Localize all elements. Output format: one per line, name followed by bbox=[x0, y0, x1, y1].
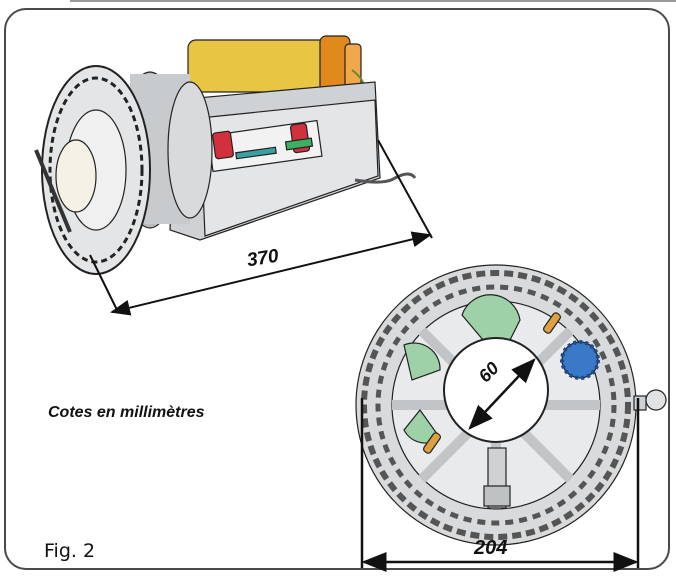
hub-bore bbox=[443, 337, 549, 443]
brass-pin-top bbox=[542, 312, 562, 334]
side-knob-stem bbox=[633, 395, 647, 411]
wheel-teeth-inner bbox=[375, 284, 617, 526]
dimension-line-370 bbox=[110, 231, 432, 316]
units-caption: Cotes en millimètres bbox=[48, 404, 205, 421]
wheel-front-view bbox=[355, 264, 667, 546]
limit-switch-green bbox=[284, 137, 314, 151]
dimension-line-60 bbox=[468, 358, 536, 430]
sprocket-blue-teeth bbox=[560, 340, 600, 380]
motor-unit-drawing bbox=[34, 35, 417, 275]
shaft-bore bbox=[55, 139, 97, 213]
limit-gear-left bbox=[212, 130, 234, 160]
sprocket-green-left bbox=[403, 342, 441, 381]
motor-terminal bbox=[344, 43, 362, 89]
toothed-wheel-teeth bbox=[48, 76, 144, 264]
brass-pin-bottom bbox=[422, 432, 442, 454]
drum-rear bbox=[167, 81, 213, 219]
power-cable bbox=[354, 172, 417, 184]
dimension-label-width: 204 bbox=[474, 537, 508, 559]
figure-label: Fig. 2 bbox=[44, 540, 96, 562]
side-knob bbox=[645, 389, 667, 411]
dimension-370 bbox=[89, 139, 433, 316]
limit-switch-bar bbox=[235, 146, 277, 160]
release-lever bbox=[34, 149, 72, 233]
extension-line-right bbox=[377, 139, 433, 239]
dimension-204 bbox=[360, 398, 640, 572]
wheel-teeth-outer bbox=[361, 270, 631, 540]
motor-cylinder bbox=[187, 39, 339, 93]
figure-frame bbox=[4, 8, 670, 570]
shaft-nut bbox=[483, 485, 511, 507]
top-rule bbox=[70, 0, 676, 2]
